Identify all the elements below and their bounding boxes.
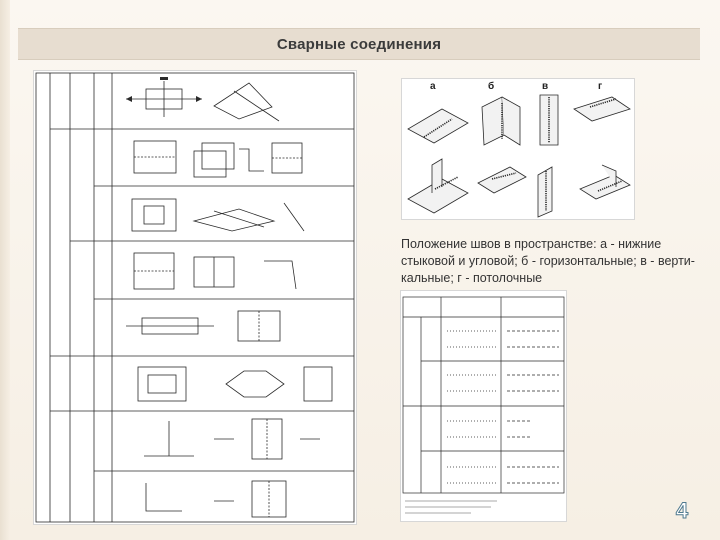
weld-symbols-table-image: [400, 290, 567, 522]
weld-positions-drawing: а б в г: [407, 80, 631, 218]
slide-left-border: [0, 0, 10, 540]
slide-title: Сварные соединения: [276, 35, 442, 53]
page-number: 4: [675, 498, 689, 524]
weld-joints-table-image: [33, 70, 357, 525]
position-label-b: б: [488, 80, 494, 92]
positions-caption: Положение швов в пространстве: а - нижни…: [401, 237, 695, 285]
weld-joints-table-drawing: [35, 72, 355, 523]
position-label-g: г: [598, 81, 602, 92]
weld-symbols-table-drawing: [402, 296, 565, 514]
position-label-a: а: [430, 81, 436, 92]
title-bar: Сварные соединения: [18, 28, 700, 60]
weld-positions-image: а б в г: [401, 78, 635, 220]
position-label-v: в: [542, 81, 548, 92]
